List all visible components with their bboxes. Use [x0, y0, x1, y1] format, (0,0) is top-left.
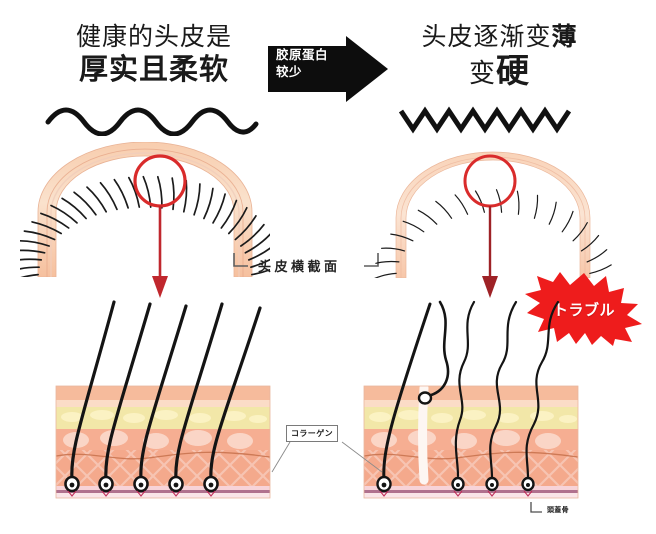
focus-circle-arrow-right	[463, 154, 517, 298]
heading-right-line2-b: 硬	[496, 50, 530, 90]
trouble-badge: トラブル	[524, 272, 644, 346]
heading-left-line1: 健康的头皮是	[75, 22, 232, 51]
heading-right-line1: 头皮逐渐变薄	[392, 22, 607, 52]
zigzag-wave-line	[398, 106, 572, 134]
heading-right-line1-b: 薄	[551, 22, 578, 51]
collagen-label: コラーゲン	[286, 425, 338, 442]
heading-left: 健康的头皮是 厚实且柔软	[44, 22, 264, 86]
cross-section-bracket-left	[233, 253, 248, 267]
heading-left-line2: 厚实且柔软	[78, 51, 229, 86]
arrow-label-line1: 胶原蛋白	[276, 47, 329, 62]
cross-section-label: 头皮横截面	[258, 260, 341, 275]
skull-label: 頭蓋骨	[547, 506, 569, 514]
heading-right: 头皮逐渐变薄 变硬	[392, 22, 607, 90]
skin-section-aging	[363, 300, 579, 499]
arrow-label: 胶原蛋白 较少	[276, 47, 350, 80]
heading-right-line2-a: 变	[468, 58, 496, 89]
transition-arrow: 胶原蛋白 较少	[268, 36, 388, 102]
heading-right-line2: 变硬	[392, 50, 607, 91]
collagen-leader-lines	[271, 441, 383, 473]
focus-circle-arrow-left	[133, 154, 187, 298]
trouble-badge-label: トラブル	[552, 301, 615, 319]
arrow-label-line2: 较少	[276, 63, 303, 79]
smooth-wave-line	[45, 107, 259, 136]
cross-section-bracket-right	[364, 253, 379, 267]
heading-right-line1-a: 头皮逐渐变	[421, 22, 552, 51]
skull-bracket	[530, 502, 542, 513]
skin-section-healthy	[55, 300, 271, 499]
